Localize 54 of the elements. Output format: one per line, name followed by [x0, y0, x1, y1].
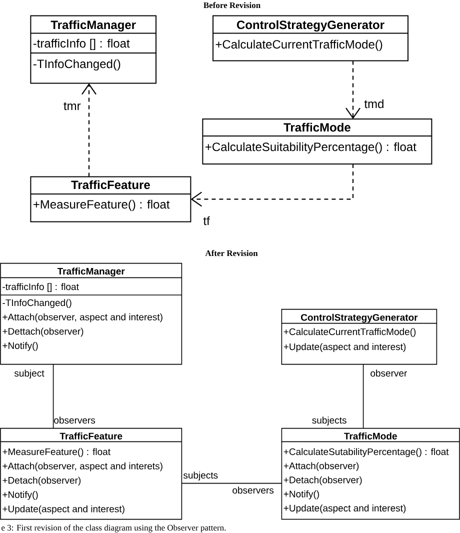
method-text: +Detach(observer)	[2, 476, 81, 486]
class-name: ControlStrategyGenerator	[236, 20, 384, 32]
class-box	[212, 15, 408, 62]
class-name: TrafficManager	[57, 268, 125, 276]
method-text: -TInfoChanged()	[33, 59, 120, 70]
arrow	[190, 164, 354, 207]
method-text: +MeasureFeature() : float	[2, 448, 110, 457]
class-box	[281, 428, 460, 520]
connector-line	[52, 364, 54, 429]
method-text: +Update(aspect and interest)	[2, 505, 124, 514]
method-text: -TInfoChanged()	[2, 299, 72, 308]
method-text: +Dettach(observer)	[2, 328, 84, 337]
method-text: +Attach(observer, aspect and interest)	[2, 313, 162, 322]
caption: e 3: First revision of the class diagram using the Observer pattern.	[2, 524, 226, 532]
edge-label: tmr	[62, 101, 82, 112]
method-text: +Attach(observer, aspect and interets)	[2, 462, 162, 472]
class-name: TrafficMode	[284, 122, 350, 132]
connector-line	[362, 364, 364, 429]
method-text: +Notify()	[284, 490, 319, 500]
method-text: +CalculateCurrentTrafficMode()	[284, 328, 416, 337]
class-box	[0, 262, 182, 365]
class-name: TrafficManager	[50, 20, 136, 32]
method-text: +Notify()	[2, 342, 38, 351]
role-label: observers	[54, 416, 96, 424]
role-label: subjects	[183, 472, 218, 480]
method-text: +MeasureFeature() : float	[33, 200, 170, 211]
method-text: +Update(aspect and interest)	[284, 343, 406, 352]
edge-label: tmd	[363, 98, 386, 110]
role-label: observer	[370, 370, 407, 377]
method-text: +CalculateSutabilityPercentage() : float	[284, 448, 449, 457]
method-text: +Notify()	[2, 491, 38, 500]
connector-line	[181, 482, 282, 484]
class-name: TrafficFeature	[60, 432, 122, 440]
class-box	[30, 15, 156, 84]
method-text: +Detach(observer)	[284, 476, 362, 486]
role-label: observers	[232, 486, 274, 494]
class-box	[281, 308, 438, 365]
class-name: TrafficFeature	[71, 180, 150, 190]
method-text: +CalculateCurrentTrafficMode()	[216, 40, 382, 51]
attribute-text: -trafficInfo [] : float	[33, 38, 130, 50]
class-name: TrafficMode	[344, 432, 397, 440]
class-name: ControlStrategyGenerator	[301, 314, 418, 323]
role-label: subject	[14, 370, 44, 378]
arrow	[82, 83, 96, 177]
class-box	[202, 118, 432, 164]
edge-label: tf	[202, 215, 211, 226]
method-text: +Update(aspect and interest)	[284, 504, 406, 514]
class-box	[30, 176, 192, 222]
class-box	[0, 428, 182, 520]
arrow	[346, 60, 360, 119]
section-heading: After Revision	[205, 250, 258, 256]
method-text: +CalculateSuitabilityPercentage() : float	[205, 142, 416, 154]
method-text: +Attach(observer)	[284, 462, 359, 472]
attribute-text: -trafficInfo [] : float	[2, 283, 79, 292]
